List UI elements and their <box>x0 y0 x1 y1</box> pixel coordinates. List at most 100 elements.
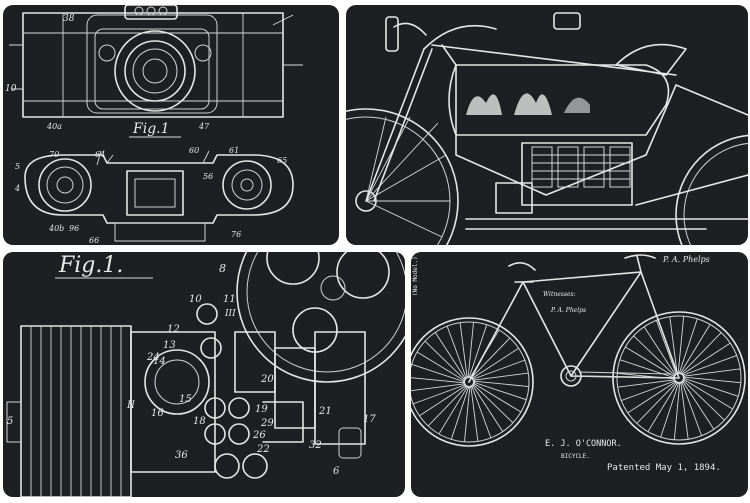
wheel-spoke <box>627 380 677 414</box>
label-4: 4 <box>14 184 20 193</box>
wheel-spoke <box>621 380 677 402</box>
label-29: 29 <box>260 418 274 429</box>
label-24: 24 <box>146 352 160 363</box>
wheel-spoke <box>682 378 733 410</box>
wheel-spoke <box>471 359 526 380</box>
wheel-spoke <box>438 385 469 435</box>
label-6: 6 <box>333 466 340 477</box>
wheel-spoke <box>412 384 467 405</box>
wheel-spoke <box>680 381 689 440</box>
wheel-spoke <box>669 316 678 375</box>
camera-patent-panel: 38 10 40a 47 Fig.1 70 64 60 61 65 5 4 <box>3 5 339 245</box>
label-60: 60 <box>189 146 199 155</box>
label-47: 47 <box>198 122 210 131</box>
label-32: 32 <box>309 440 322 451</box>
wheel-spoke <box>446 325 467 380</box>
wheel-spoke <box>647 381 679 432</box>
label-19: 19 <box>255 404 268 415</box>
label-56: 56 <box>203 172 213 181</box>
patent-subtitle: BICYCLE. <box>561 453 590 460</box>
label-16: 16 <box>151 408 164 419</box>
motorcycle-drawing <box>346 12 748 245</box>
label-65: 65 <box>277 156 287 165</box>
wheel-spoke <box>681 342 731 376</box>
wheel-spoke <box>464 385 471 442</box>
wheel-spoke <box>471 347 519 380</box>
wheel-spoke <box>419 384 467 417</box>
wheel-spoke <box>471 384 492 439</box>
wheel-spoke <box>655 320 677 376</box>
label-21: 21 <box>318 406 332 417</box>
signature-top: P. A. Phelps <box>662 255 710 264</box>
label-II: II <box>126 400 136 411</box>
label-III: III <box>224 309 236 319</box>
wheel-spoke <box>472 383 514 424</box>
wheel-spoke <box>450 385 470 440</box>
fig-title: Fig.1. <box>58 253 123 278</box>
label-36: 36 <box>175 450 188 461</box>
wheel-spoke <box>411 363 466 383</box>
wheel-spoke <box>678 318 698 375</box>
wheel-spoke <box>682 376 741 384</box>
label-15: 15 <box>179 394 192 405</box>
wheel-spoke <box>660 381 680 438</box>
wheel-spoke <box>470 337 511 379</box>
label-8: 8 <box>219 262 226 275</box>
label-40a: 40a <box>46 122 62 131</box>
wheel-spoke <box>682 368 741 377</box>
label-11: 11 <box>223 294 236 305</box>
wheel-spoke <box>427 385 468 427</box>
label-38: 38 <box>63 14 75 24</box>
wheel-spoke <box>434 332 467 380</box>
wheel-spoke <box>680 332 722 375</box>
label-70: 70 <box>49 150 59 159</box>
wheel-spoke <box>470 385 479 442</box>
label-17: 17 <box>363 414 376 425</box>
label-96: 96 <box>69 224 79 233</box>
wheel-spoke <box>411 383 466 392</box>
label-13: 13 <box>163 340 176 351</box>
label-14: 14 <box>153 356 166 367</box>
projector-drawing: Fig.1. <box>6 252 405 497</box>
label-20: 20 <box>260 374 274 385</box>
label-64: 64 <box>95 150 105 159</box>
label-5: 5 <box>15 162 20 171</box>
projector-patent-panel: Fig.1. <box>3 252 405 497</box>
witnesses-label: Witnesses: <box>543 291 576 298</box>
bicycle-patent-panel: (No Model.) P. A. Phelps Witnesses: P. A… <box>411 252 748 497</box>
wheel-spoke <box>681 354 737 376</box>
wheel-spoke <box>633 335 676 377</box>
label-76: 76 <box>231 230 241 239</box>
wheel-spoke <box>636 381 678 424</box>
side-note: (No Model.) <box>412 256 419 296</box>
wheel-spoke <box>681 380 715 430</box>
label-12: 12 <box>167 324 180 335</box>
wheel-spoke <box>643 326 677 376</box>
bicycle-drawing: (No Model.) P. A. Phelps Witnesses: P. A… <box>411 254 746 473</box>
wheel-spoke <box>468 324 488 379</box>
wheel-spoke <box>682 379 725 421</box>
wheel-spoke <box>681 380 703 436</box>
wheel-spoke <box>424 340 466 381</box>
wheel-spoke <box>472 372 529 381</box>
label-26: 26 <box>252 430 266 441</box>
label-10: 10 <box>189 294 202 305</box>
wheel-spoke <box>416 351 466 382</box>
wheel-spoke <box>472 382 522 413</box>
label-10: 10 <box>5 84 17 94</box>
label-22: 22 <box>256 444 270 455</box>
label-5: 5 <box>7 416 13 427</box>
wheel-spoke <box>411 377 466 384</box>
label-40b: 40b <box>48 224 64 233</box>
camera-drawing: 38 10 40a 47 Fig.1 70 64 60 61 65 5 4 <box>5 5 303 245</box>
wheel-spoke <box>472 381 527 401</box>
wheel-spoke <box>673 381 681 440</box>
label-18: 18 <box>193 416 206 427</box>
fig-title: Fig.1 <box>132 121 170 137</box>
wheel-spoke <box>619 359 676 379</box>
wheel-spoke <box>679 324 711 375</box>
wheel-spoke <box>677 316 685 375</box>
motorcycle-patent-panel <box>346 5 748 245</box>
inventor-name: E. J. O'CONNOR. <box>545 439 622 449</box>
wheel-spoke <box>617 379 676 388</box>
